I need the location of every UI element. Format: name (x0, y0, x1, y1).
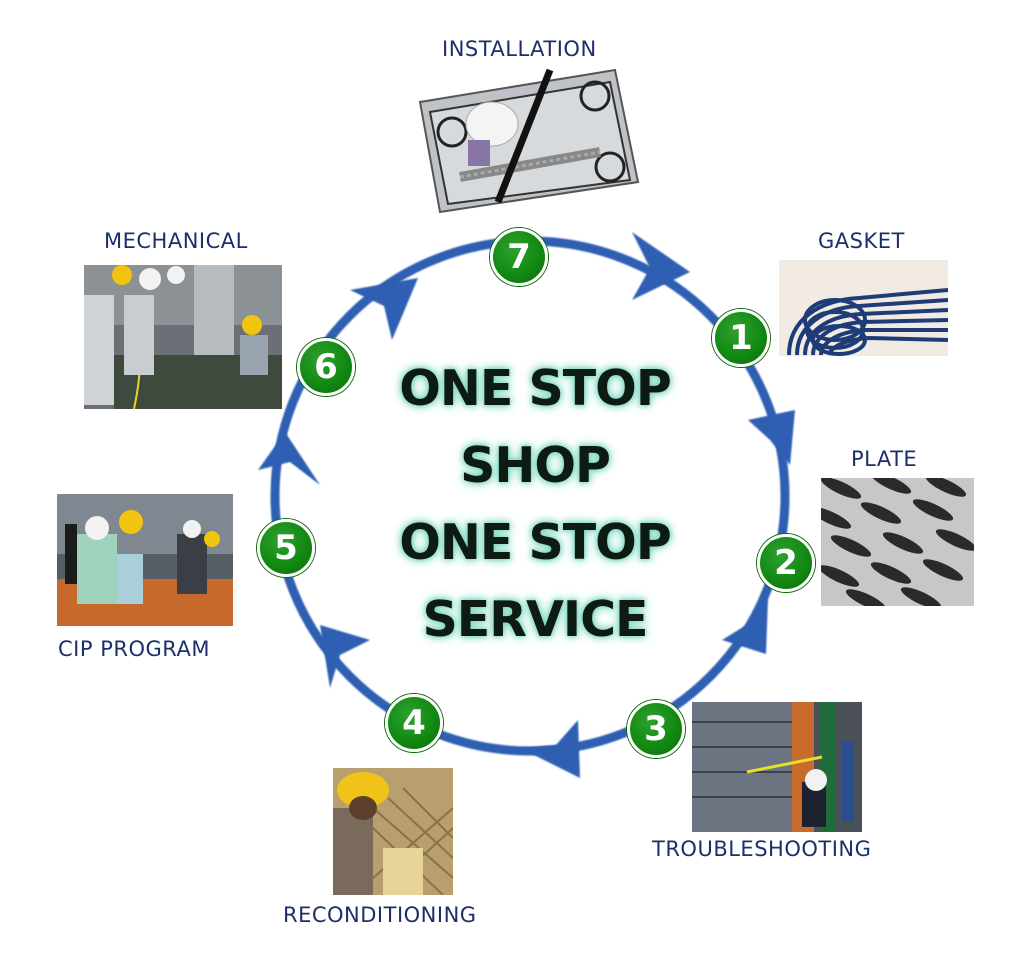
mechanical-photo (84, 265, 282, 409)
cip-program-photo (57, 494, 233, 626)
step-label-gasket: GASKET (818, 229, 905, 253)
title-line-4: SERVICE (422, 591, 648, 648)
gasket-photo (779, 260, 948, 356)
arrowhead-2 (748, 410, 795, 465)
step-label-reconditioning: RECONDITIONING (283, 903, 477, 927)
reconditioning-photo (333, 768, 453, 895)
arrowhead-3 (722, 598, 768, 654)
title-line-2: SHOP (460, 437, 611, 494)
plate-photo (821, 478, 974, 606)
step-label-plate: PLATE (851, 447, 918, 471)
step-label-cip-program: CIP PROGRAM (58, 637, 210, 661)
title-line-1: ONE STOP (399, 360, 671, 417)
arrowhead-4 (520, 720, 580, 778)
step-badge-5: 5 (257, 519, 315, 577)
step-label-installation: INSTALLATION (442, 37, 597, 61)
step-label-mechanical: MECHANICAL (104, 229, 248, 253)
step-badge-3: 3 (627, 700, 685, 758)
arrowhead-6 (258, 432, 320, 485)
step-badge-7: 7 (490, 228, 548, 286)
step-badge-2: 2 (757, 534, 815, 592)
step-badge-1: 1 (712, 309, 770, 367)
step-badge-6: 6 (297, 338, 355, 396)
arrowhead-5 (320, 625, 370, 688)
one-stop-title: ONE STOP SHOP ONE STOP SERVICE (360, 350, 710, 658)
arrowhead-1 (632, 232, 690, 300)
arrowhead-7 (350, 278, 418, 340)
title-line-3: ONE STOP (399, 514, 671, 571)
installation-photo (410, 62, 640, 217)
troubleshooting-photo (692, 702, 862, 832)
step-badge-4: 4 (385, 694, 443, 752)
step-label-troubleshooting: TROUBLESHOOTING (652, 837, 872, 861)
